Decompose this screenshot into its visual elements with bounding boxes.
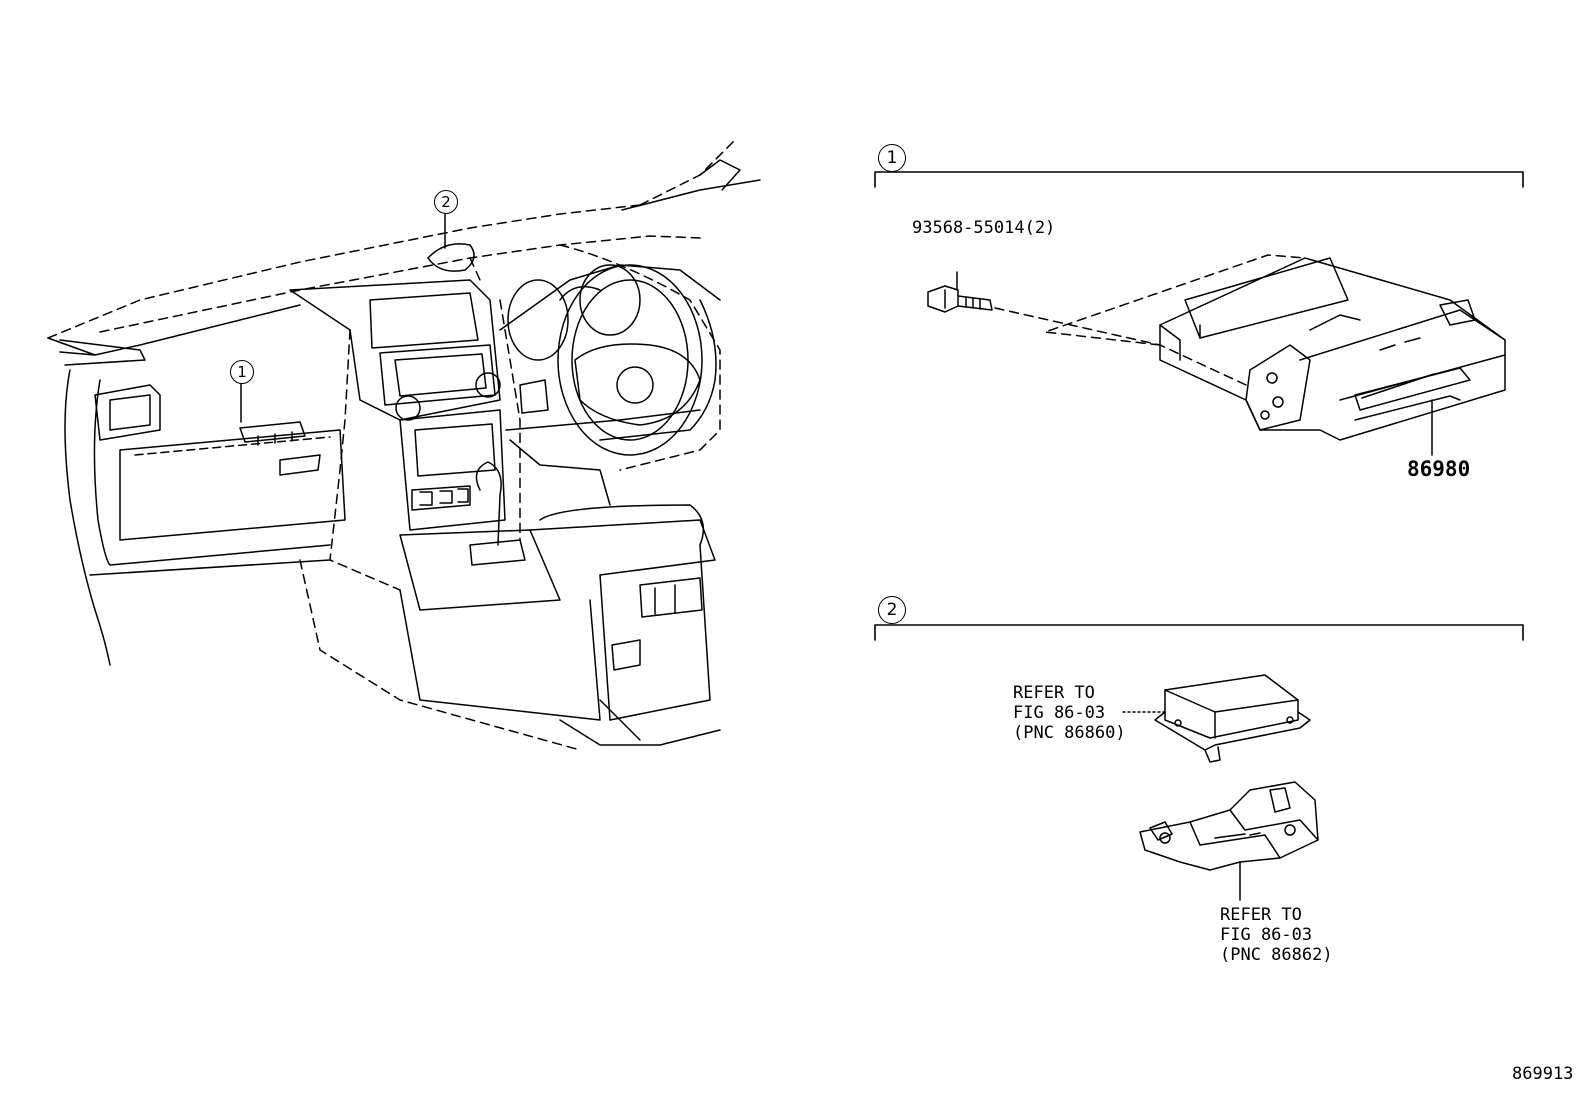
ref-lower-line-3: (PNC 86862) — [1220, 945, 1333, 965]
car-callout-2: 2 — [434, 190, 458, 214]
car-callout-1: 1 — [230, 360, 254, 384]
section-1-frame — [874, 171, 1524, 188]
vehicle-interior-illustration — [47, 139, 761, 751]
ecu-86980 — [1159, 257, 1506, 456]
ref-lower-line-1: REFER TO — [1220, 905, 1302, 925]
ref-upper-note: REFER TO FIG 86-03 (PNC 86860) — [1013, 683, 1126, 743]
airbag-sensor-86860 — [1122, 674, 1311, 763]
ref-upper-line-1: REFER TO — [1013, 683, 1095, 703]
section-2-marker: 2 — [878, 596, 906, 624]
figure-number: 869913 — [1512, 1064, 1574, 1084]
bolt-part-number: 93568-55014(2) — [912, 218, 1056, 238]
ecu-part-number: 86980 — [1407, 457, 1471, 481]
section-2-frame — [874, 624, 1524, 641]
section-1-marker: 1 — [878, 144, 906, 172]
ref-upper-line-3: (PNC 86860) — [1013, 723, 1126, 743]
bolt-93568 — [927, 254, 1306, 386]
ref-lower-line-2: FIG 86-03 — [1220, 925, 1313, 945]
ref-lower-note: REFER TO FIG 86-03 (PNC 86862) — [1220, 905, 1333, 965]
ref-upper-line-2: FIG 86-03 — [1013, 703, 1106, 723]
bracket-86862 — [1139, 781, 1319, 901]
